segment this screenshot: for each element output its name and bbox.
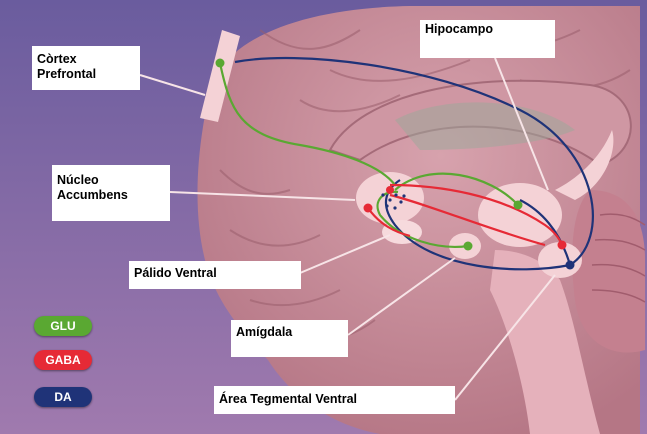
- legend-glu: GLU: [34, 316, 92, 336]
- label-pallidum: Pálido Ventral: [129, 261, 301, 289]
- label-amygdala: Amígdala: [231, 320, 348, 357]
- label-accumbens: Núcleo Accumbens: [52, 165, 170, 221]
- legend-gaba: GABA: [34, 350, 92, 370]
- label-cortex: Còrtex Prefrontal: [32, 46, 140, 90]
- label-vta: Área Tegmental Ventral: [214, 386, 455, 414]
- legend-da: DA: [34, 387, 92, 407]
- label-hippocampus: Hipocampo: [420, 20, 555, 58]
